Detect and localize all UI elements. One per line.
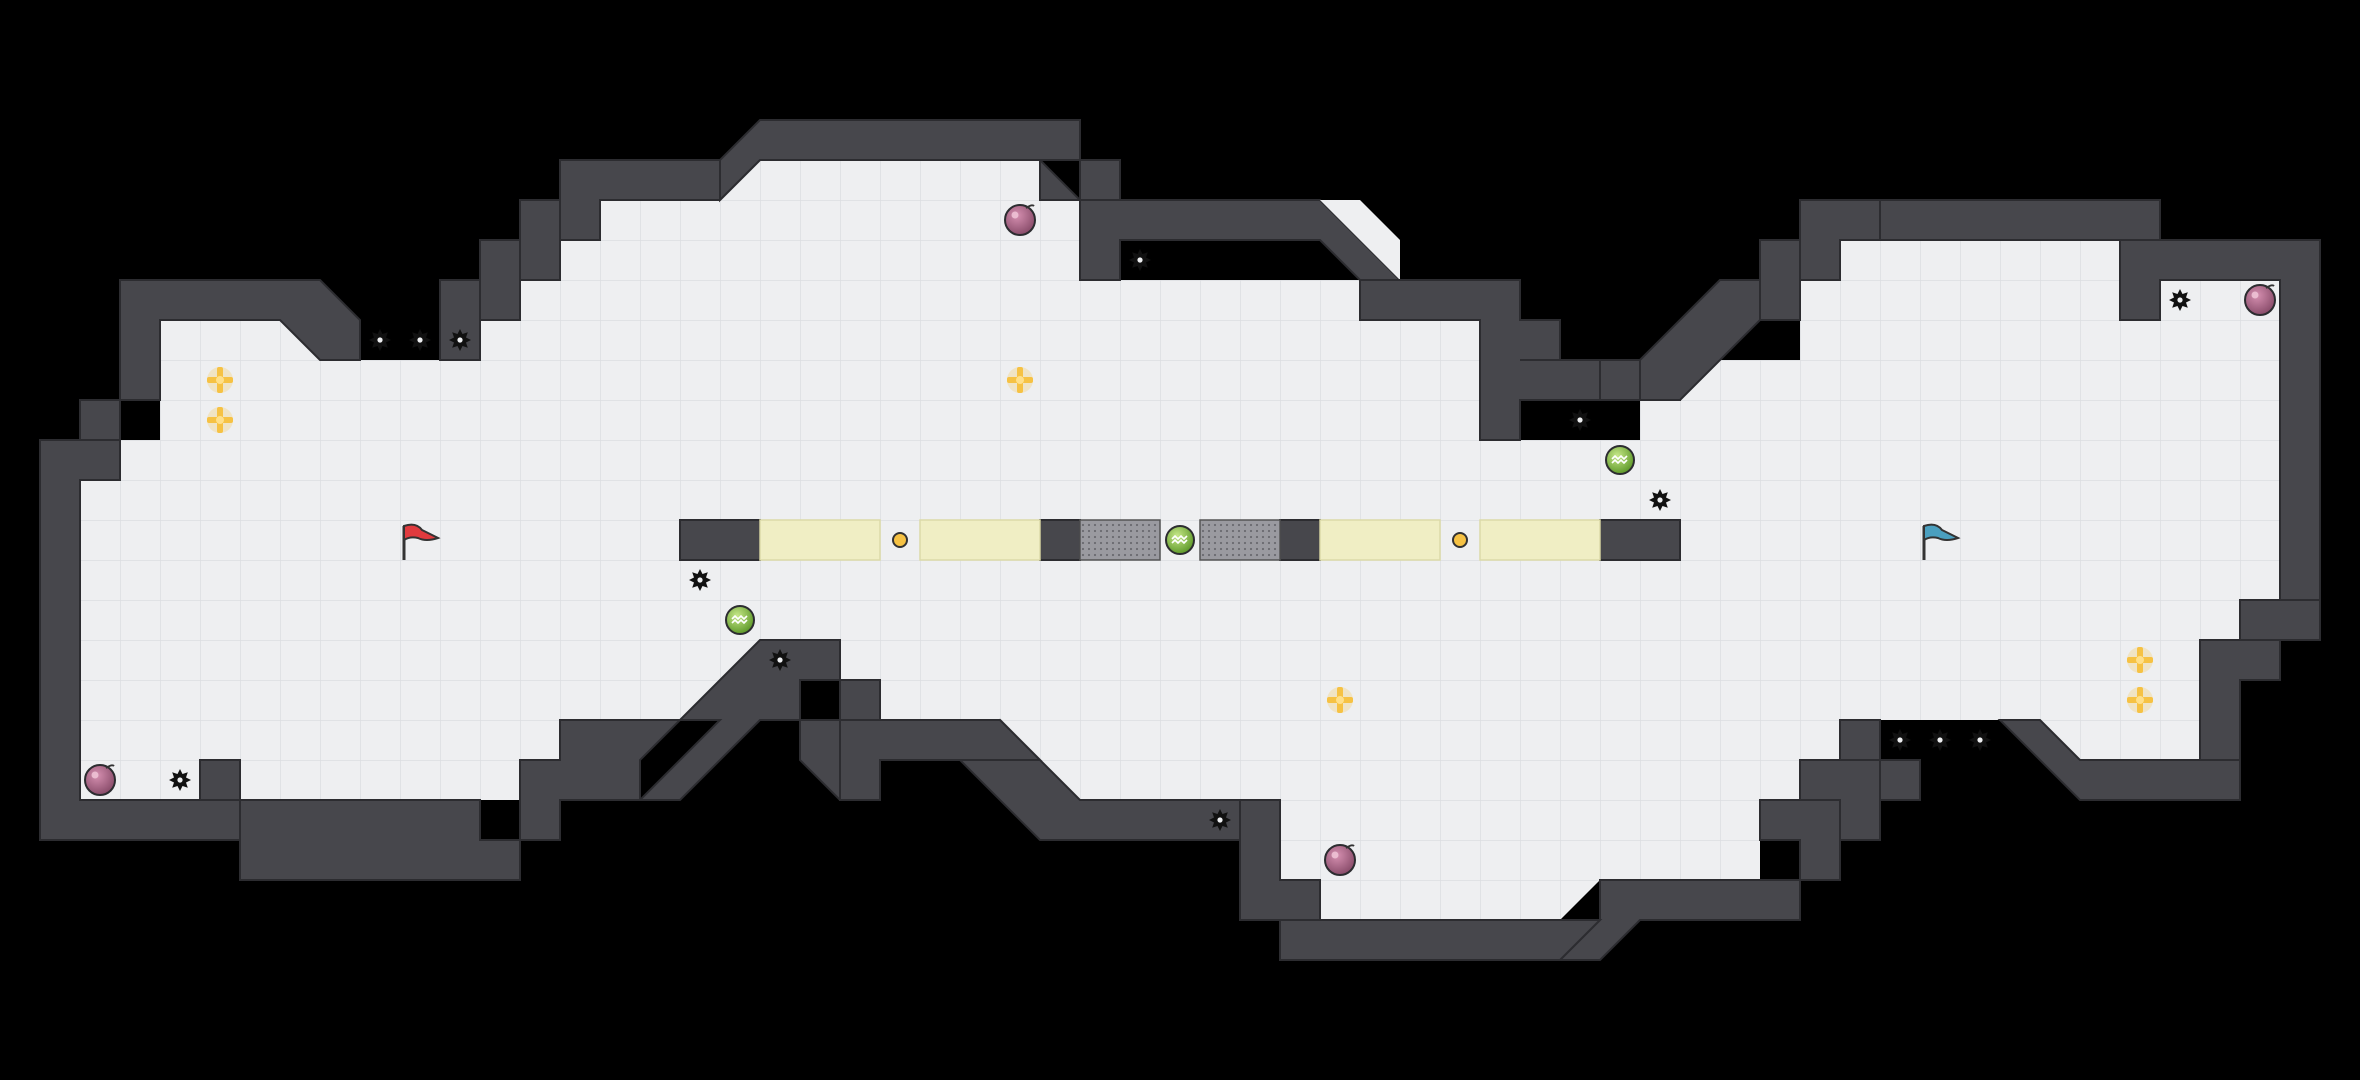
speed-boost (207, 407, 233, 433)
button[interactable] (892, 532, 908, 548)
powerup (1605, 445, 1635, 475)
speed-boost (1007, 367, 1033, 393)
speed-boost (207, 367, 233, 393)
speed-boost (2127, 647, 2153, 673)
spike (1889, 729, 1911, 751)
speed-boost (1327, 687, 1353, 713)
powerup (725, 605, 755, 635)
spike (449, 329, 471, 351)
spike (369, 329, 391, 351)
spike (1929, 729, 1951, 751)
mesh-gates (1079, 519, 1281, 561)
spike (169, 769, 191, 791)
spike (769, 649, 791, 671)
spike (409, 329, 431, 351)
spike (1569, 409, 1591, 431)
arena-walls (39, 119, 2321, 961)
spike (1649, 489, 1671, 511)
spike (689, 569, 711, 591)
neutral-gates (759, 519, 1601, 561)
spike (2169, 289, 2191, 311)
red-flag[interactable] (402, 523, 441, 560)
blue-flag[interactable] (1922, 523, 1961, 560)
bomb (84, 764, 116, 796)
bomb (1004, 204, 1036, 236)
spike (1969, 729, 1991, 751)
powerup (1165, 525, 1195, 555)
spike (1129, 249, 1151, 271)
speed-boost (2127, 687, 2153, 713)
bomb (1324, 844, 1356, 876)
spike (1209, 809, 1231, 831)
button[interactable] (1452, 532, 1468, 548)
bomb (2244, 284, 2276, 316)
